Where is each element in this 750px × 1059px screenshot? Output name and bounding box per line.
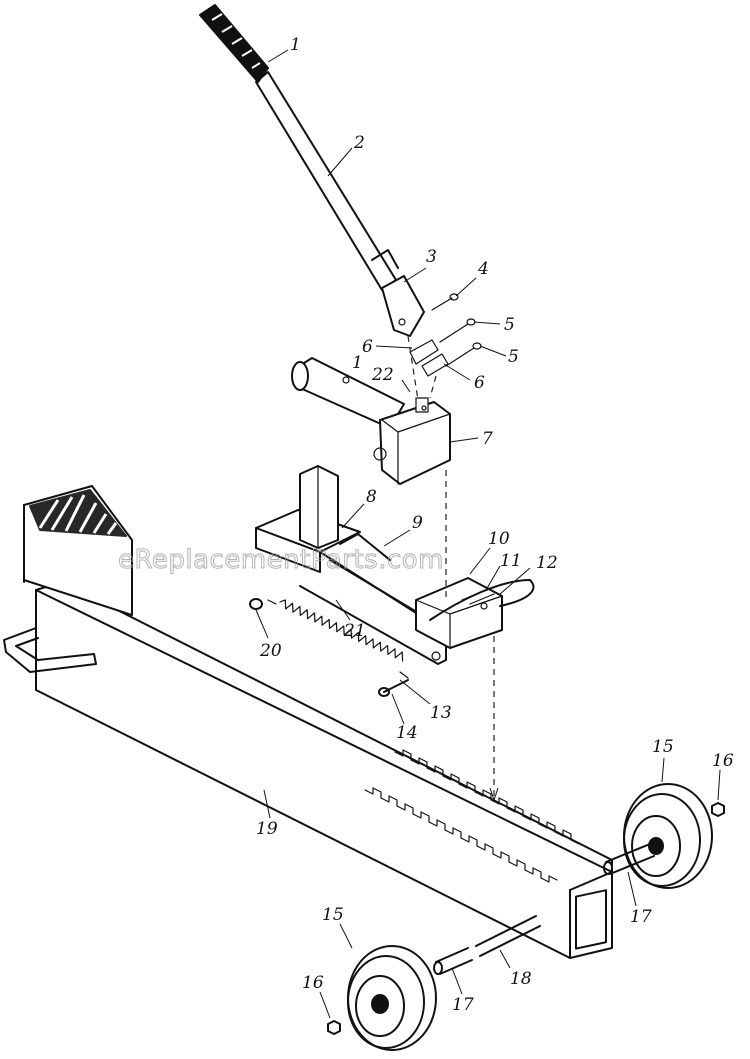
handle-lever-part (255, 71, 399, 291)
callout-19: 19 (256, 819, 278, 839)
callout-17-left: 17 (452, 995, 474, 1015)
release-handle-part (429, 579, 535, 621)
callout-1-cylinder: 1 (352, 353, 363, 373)
link-plate-6-part (409, 339, 449, 377)
callout-9: 9 (412, 513, 423, 533)
callout-1: 1 (290, 35, 301, 55)
release-bracket-part (415, 577, 503, 649)
callout-12: 12 (536, 553, 558, 573)
callout-8: 8 (366, 487, 377, 507)
callout-11: 11 (500, 551, 522, 571)
callout-21: 21 (343, 621, 366, 641)
hydraulic-cylinder-part (291, 357, 451, 485)
axle-spacer-left-part (433, 947, 473, 975)
cradle-block-part (255, 465, 361, 573)
bolt-14-part (378, 679, 409, 697)
callout-2: 2 (353, 133, 365, 153)
callout-22: 22 (371, 365, 394, 385)
callout-10: 10 (488, 529, 510, 549)
hub-nut-right-part (711, 802, 725, 817)
bolt-5b-part (445, 342, 482, 367)
callout-7: 7 (482, 429, 493, 449)
callout-20: 20 (259, 641, 282, 661)
callout-6-right: 6 (474, 373, 485, 393)
callout-labels: 1 2 3 4 5 5 6 6 1 22 7 8 9 10 11 12 20 2… (256, 35, 734, 1015)
callout-18: 18 (510, 969, 532, 989)
wheel-left-part (347, 945, 437, 1051)
callout-15-left: 15 (322, 905, 344, 925)
watermark-text: eReplacementParts.com (118, 545, 444, 575)
callout-6-left: 6 (362, 337, 373, 357)
callout-14: 14 (396, 723, 418, 743)
callout-15-right: 15 (652, 737, 674, 757)
callout-16-right: 16 (712, 751, 734, 771)
lever-socket-part (381, 275, 425, 337)
callout-4: 4 (477, 259, 489, 279)
callout-16-left: 16 (302, 973, 324, 993)
bolt-4-part (431, 293, 459, 311)
carry-handle-part (3, 627, 97, 673)
callout-13: 13 (430, 703, 452, 723)
callout-17-right: 17 (630, 907, 652, 927)
callout-3: 3 (426, 247, 437, 267)
splitting-wedge-part (23, 485, 133, 691)
beam-rail-part (35, 581, 613, 959)
axle-shaft-part (475, 915, 541, 957)
axle-spacer-right-part (603, 843, 655, 875)
bolt-5a-part (439, 318, 476, 343)
leader-lines (255, 49, 721, 1019)
callout-5-lower: 5 (508, 347, 519, 367)
wheel-right-part (623, 783, 713, 889)
return-spring-part (267, 599, 409, 679)
assembly-lines (407, 335, 499, 802)
pin-20-part (249, 598, 263, 610)
handle-grip-part (199, 4, 269, 83)
hub-nut-left-part (327, 1020, 341, 1035)
callout-5-upper: 5 (504, 315, 515, 335)
